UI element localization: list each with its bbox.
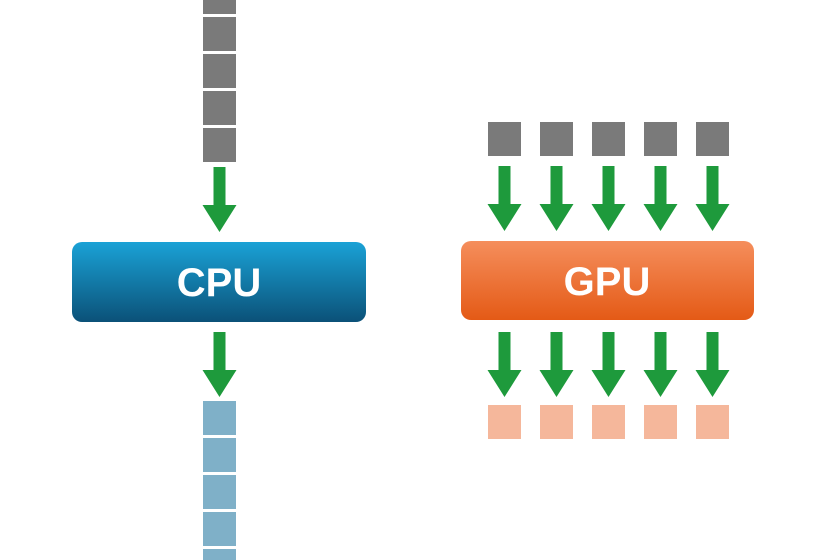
gpu-input-block	[644, 122, 677, 156]
cpu-label: CPU	[177, 261, 261, 305]
down-arrow-icon	[487, 166, 522, 231]
cpu-output-block	[203, 475, 236, 509]
cpu-output-block	[203, 401, 236, 435]
down-arrow-icon	[695, 166, 730, 231]
gpu-output-block	[488, 405, 521, 439]
cpu-box: CPU	[72, 242, 366, 322]
gpu-output-block	[696, 405, 729, 439]
gpu-label: GPU	[564, 260, 651, 304]
cpu-output-block	[203, 549, 236, 560]
down-arrow-icon	[539, 166, 574, 231]
gpu-output-block	[644, 405, 677, 439]
cpu-input-block	[203, 91, 236, 125]
gpu-output-arrows	[487, 332, 730, 397]
cpu-output-stack	[203, 401, 236, 560]
gpu-input-block	[540, 122, 573, 156]
gpu-output-row	[488, 405, 729, 439]
cpu-input-block	[203, 17, 236, 51]
cpu-input-block	[203, 0, 236, 14]
down-arrow-icon	[202, 167, 237, 232]
gpu-box: GPU	[461, 241, 754, 320]
down-arrow-icon	[591, 332, 626, 397]
down-arrow-icon	[539, 332, 574, 397]
down-arrow-icon	[643, 166, 678, 231]
down-arrow-icon	[643, 332, 678, 397]
gpu-output-block	[592, 405, 625, 439]
gpu-output-block	[540, 405, 573, 439]
cpu-input-block	[203, 128, 236, 162]
cpu-output-arrow	[202, 332, 237, 397]
cpu-input-stack	[203, 0, 236, 162]
cpu-output-block	[203, 512, 236, 546]
down-arrow-icon	[695, 332, 730, 397]
down-arrow-icon	[202, 332, 237, 397]
gpu-input-arrows	[487, 166, 730, 231]
gpu-input-block	[592, 122, 625, 156]
cpu-input-arrow	[202, 167, 237, 232]
gpu-input-block	[696, 122, 729, 156]
gpu-input-block	[488, 122, 521, 156]
cpu-output-block	[203, 438, 236, 472]
gpu-input-row	[488, 122, 729, 156]
down-arrow-icon	[487, 332, 522, 397]
down-arrow-icon	[591, 166, 626, 231]
cpu-input-block	[203, 54, 236, 88]
